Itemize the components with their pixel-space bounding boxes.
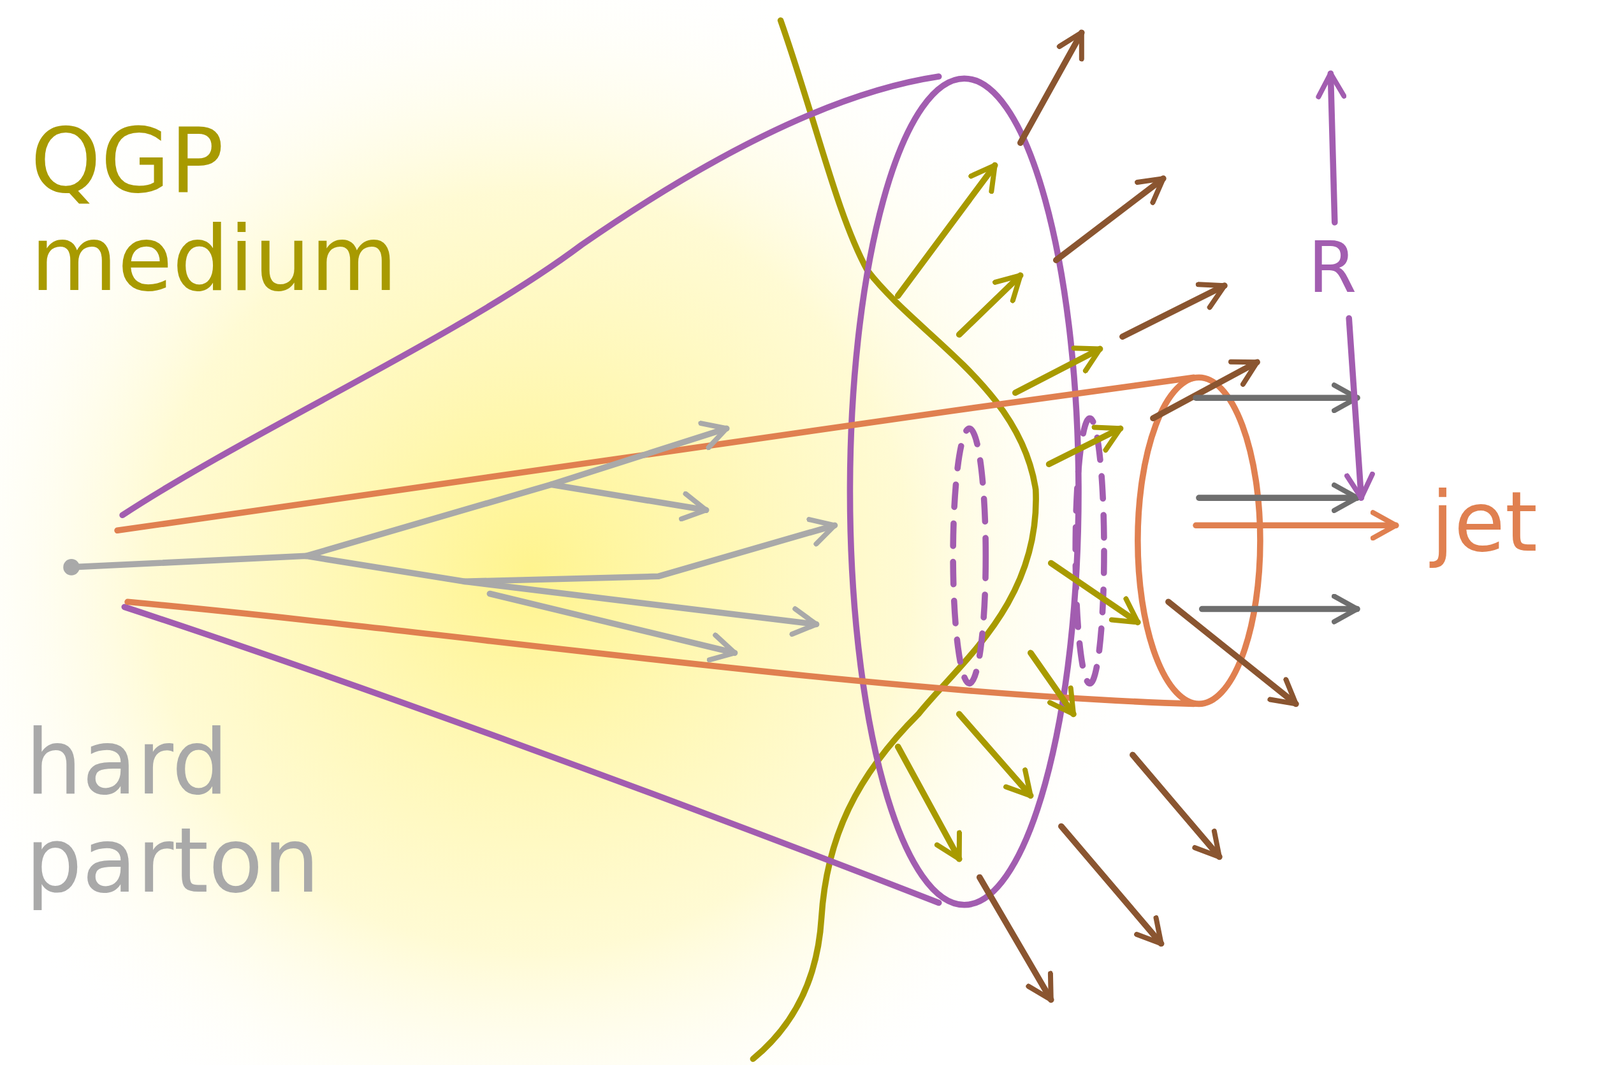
particle-arrow xyxy=(1153,362,1258,419)
cone-dashed-ring xyxy=(952,428,986,684)
radius-arrow xyxy=(1330,73,1335,223)
jet-particle-arrow xyxy=(1195,394,1358,401)
medium-arrow xyxy=(959,275,1021,335)
radius-arrow xyxy=(1348,318,1361,498)
cone-dashed-ring xyxy=(1075,418,1105,684)
medium-arrow xyxy=(959,713,1031,796)
medium-arrow xyxy=(898,165,996,296)
jet-cone-rim xyxy=(1137,377,1261,704)
jet-particle-arrow xyxy=(1199,494,1358,502)
particle-arrow xyxy=(1168,601,1296,704)
medium-arrow xyxy=(1015,348,1101,393)
jet-particles xyxy=(1195,397,1358,609)
medium-arrow xyxy=(898,747,960,860)
cone-rim xyxy=(849,78,1079,905)
parton-track xyxy=(464,525,835,582)
particle-arrow xyxy=(1061,826,1162,944)
particle-arrow xyxy=(979,877,1052,1000)
parton-track xyxy=(550,484,706,510)
particle-arrow xyxy=(1056,178,1164,261)
region-label: QGP medium xyxy=(30,112,426,309)
particle-label: hard parton xyxy=(25,713,357,911)
particle-arrow xyxy=(1132,754,1220,857)
jet-particle-arrow xyxy=(1202,606,1358,613)
particle-arrow xyxy=(1020,32,1082,143)
outgoing-particles xyxy=(979,32,1296,1000)
jet-axis-arrow xyxy=(1195,522,1397,529)
medium-arrow xyxy=(1049,428,1121,465)
medium-arrow xyxy=(1030,652,1074,714)
medium-response xyxy=(898,165,1138,859)
parton-track xyxy=(71,555,817,625)
medium-arrow xyxy=(1051,563,1138,623)
radius-label: R xyxy=(1308,229,1385,307)
parton-track xyxy=(489,594,735,654)
particle-arrow xyxy=(1122,285,1225,337)
medium-glow xyxy=(0,0,1164,1065)
parton-track xyxy=(305,428,727,556)
jet-label: jet xyxy=(1431,476,1585,568)
parton-shower xyxy=(71,428,835,653)
